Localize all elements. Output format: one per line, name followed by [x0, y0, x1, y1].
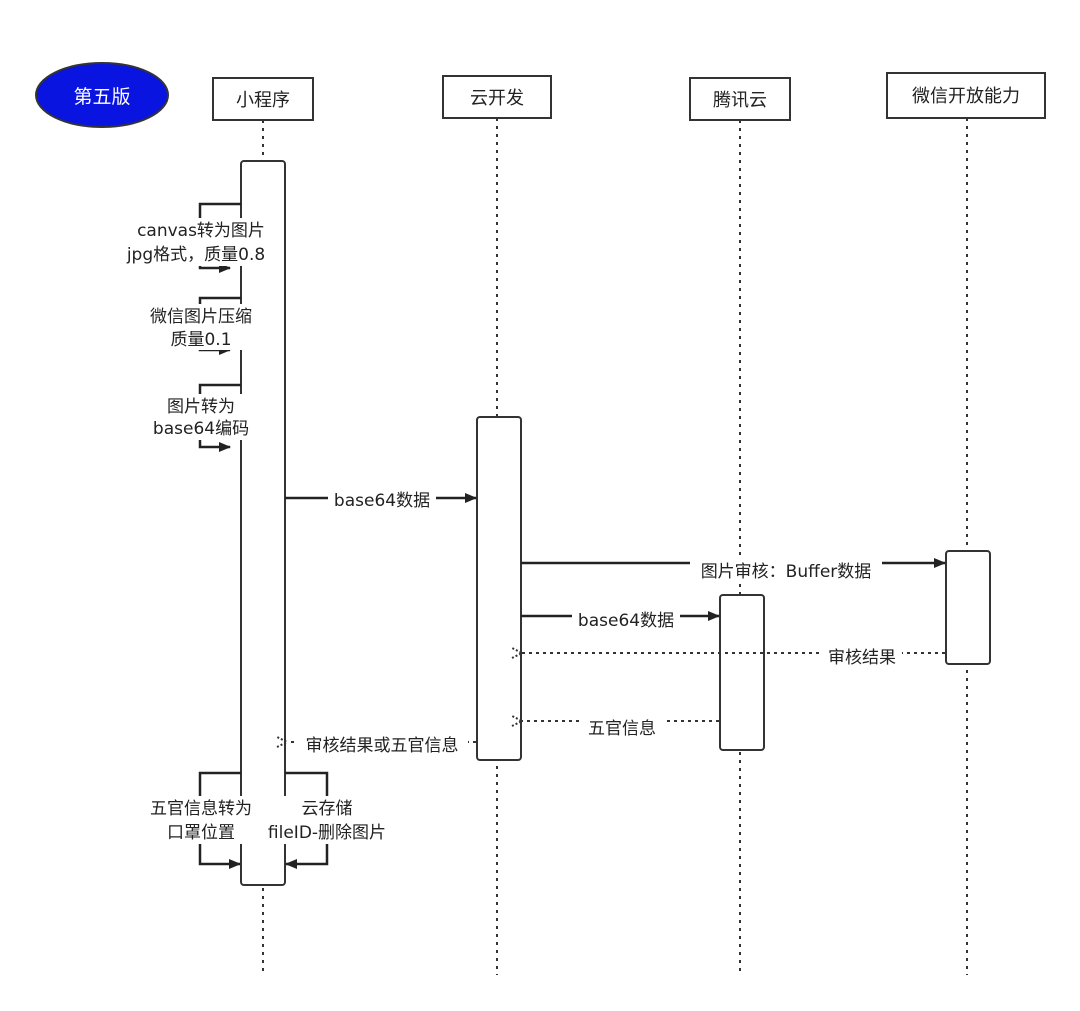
participant-miniprogram-label: 小程序: [236, 90, 290, 111]
self-call-canvas-line1: canvas转为图片: [137, 221, 265, 241]
activation-cloud-dev: [476, 416, 522, 761]
message-image-audit-label: 图片审核：Buffer数据: [701, 562, 872, 582]
message-image-audit: 图片审核：Buffer数据: [521, 558, 946, 583]
self-call-compress-line1: 微信图片压缩: [150, 307, 252, 327]
return-audit-or-facial-label: 审核结果或五官信息: [306, 736, 459, 756]
return-audit-or-facial: 审核结果或五官信息: [287, 733, 476, 757]
self-call-mask-line1: 五官信息转为: [150, 799, 252, 819]
self-call-base64-line2: base64编码: [153, 419, 249, 439]
self-call-mask: 五官信息转为 口罩位置: [140, 771, 262, 869]
participant-tencent-cloud: 腾讯云: [689, 77, 791, 121]
participant-miniprogram: 小程序: [212, 77, 314, 121]
activation-wechat-open: [945, 550, 991, 665]
message-base64-to-cloud: base64数据: [285, 488, 477, 511]
return-facial-info-label: 五官信息: [588, 719, 656, 739]
participant-cloud-dev-label: 云开发: [470, 88, 524, 109]
self-call-storage: 云存储 fileID-删除图片: [262, 771, 392, 869]
self-call-storage-line1: 云存储: [302, 799, 353, 819]
self-call-canvas: canvas转为图片 jpg格式，质量0.8: [126, 202, 274, 273]
activation-miniprogram: [240, 160, 286, 886]
message-base64-to-tencent-label: base64数据: [578, 611, 674, 631]
return-audit-result: 审核结果: [522, 646, 945, 670]
self-call-compress-line2: 质量0.1: [170, 330, 231, 350]
message-base64-to-cloud-label: base64数据: [334, 491, 430, 511]
version-badge: 第五版: [35, 62, 169, 128]
self-call-base64-line1: 图片转为: [167, 397, 235, 417]
message-base64-to-tencent: base64数据: [521, 608, 720, 632]
self-call-canvas-line2: jpg格式，质量0.8: [126, 245, 265, 265]
self-call-storage-line2: fileID-删除图片: [268, 823, 386, 843]
self-call-base64: 图片转为 base64编码: [146, 383, 260, 452]
self-call-mask-line2: 口罩位置: [167, 823, 235, 843]
self-call-compress: 微信图片压缩 质量0.1: [140, 296, 262, 355]
return-facial-info: 五官信息: [522, 716, 719, 740]
participant-cloud-dev: 云开发: [442, 75, 552, 119]
participant-wechat-open: 微信开放能力: [886, 72, 1046, 119]
activation-tencent-cloud: [719, 594, 765, 751]
participant-wechat-open-label: 微信开放能力: [912, 86, 1020, 107]
return-audit-result-label: 审核结果: [828, 648, 896, 668]
participant-tencent-cloud-label: 腾讯云: [713, 90, 767, 111]
version-badge-label: 第五版: [73, 86, 130, 108]
